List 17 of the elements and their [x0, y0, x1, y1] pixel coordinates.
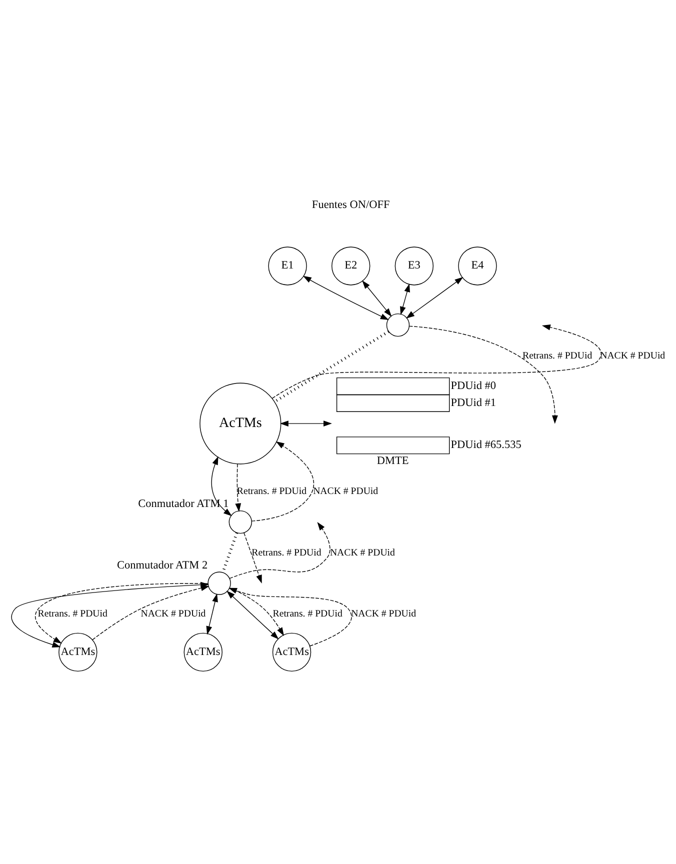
edge-label: NACK # PDUid [351, 608, 416, 620]
edge-label: NACK # PDUid [140, 608, 206, 620]
edge-label: Retrans. # PDUid [522, 350, 592, 362]
edge-label: Retrans. # PDUid [38, 608, 108, 620]
edge-label: Retrans. # PDUid [236, 486, 307, 498]
edge-label: NACK # PDUid [600, 350, 666, 362]
edge-label: NACK # PDUid [313, 486, 378, 498]
node-label: Conmutador ATM 1 [138, 498, 229, 510]
edge-label: Retrans. # PDUid [272, 608, 342, 620]
edge-label: NACK # PDUid [330, 547, 395, 558]
node-label: PDUid #0 [450, 380, 496, 392]
label: Fuentes ON/OFF [312, 199, 390, 212]
edge-label: Retrans. # PDUid [252, 547, 322, 558]
node-label: PDUid #1 [450, 396, 496, 409]
node-label: DMTE [376, 455, 409, 468]
node-label: PDUid #65.535 [450, 439, 522, 452]
node-label: Conmutador ATM 2 [117, 559, 208, 572]
